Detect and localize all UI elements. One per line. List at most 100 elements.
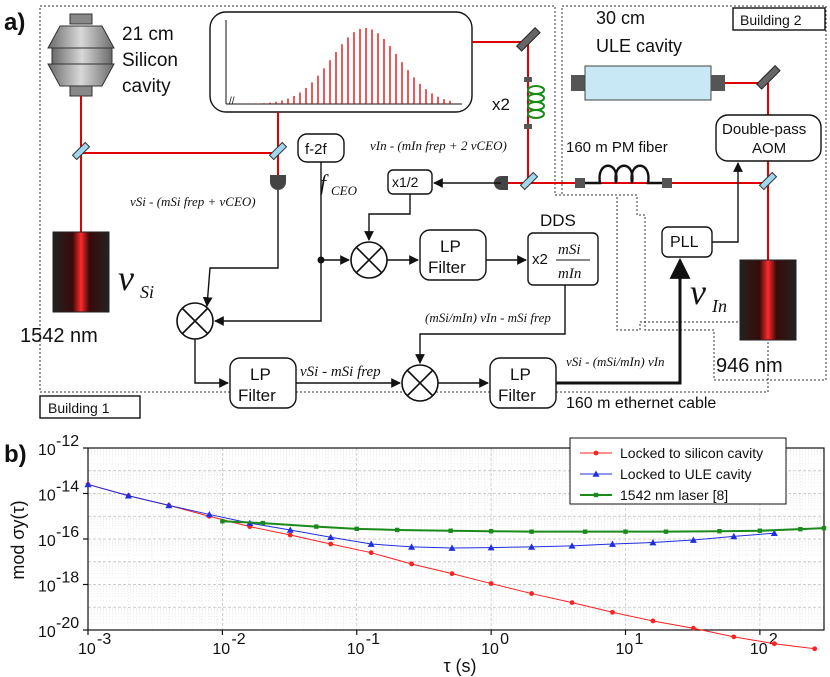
aom-label-1: Double-pass bbox=[722, 121, 806, 138]
lp-filter-label-1: LP bbox=[440, 237, 461, 256]
x-tick-exponent: 1 bbox=[635, 631, 644, 648]
fceo-symbol: f bbox=[320, 170, 329, 195]
ule-cavity-label-1: 30 cm bbox=[596, 8, 645, 28]
data-point bbox=[757, 528, 763, 533]
mirror-icon bbox=[515, 26, 541, 52]
data-point bbox=[731, 634, 737, 640]
x-tick-label: 10 bbox=[750, 641, 768, 658]
ule-cavity-icon bbox=[584, 65, 712, 101]
data-point bbox=[569, 600, 575, 606]
beam-splitter-icon bbox=[519, 171, 539, 191]
x-tick-label: 10 bbox=[212, 641, 230, 658]
data-point bbox=[770, 529, 778, 536]
series-square bbox=[220, 519, 827, 534]
building1-label: Building 1 bbox=[48, 400, 110, 416]
data-point bbox=[821, 525, 827, 531]
aom-label-2: AOM bbox=[752, 140, 786, 157]
silicon-cavity-label-2: Silicon bbox=[122, 50, 178, 71]
data-point bbox=[528, 543, 536, 550]
panel-a: a) Building 1 Building 2 21 cm Silicon c… bbox=[4, 5, 827, 419]
data-point bbox=[409, 561, 415, 567]
beat-si-label: νSi - (mSi frep + νCEO) bbox=[130, 194, 256, 209]
lp-filter-label-2: Filter bbox=[498, 386, 536, 405]
data-point bbox=[663, 529, 669, 534]
laser-in-icon bbox=[739, 259, 797, 341]
silicon-cavity-label-3: cavity bbox=[122, 76, 171, 97]
series-triangle bbox=[84, 480, 778, 551]
y-tick-exponent: -16 bbox=[56, 524, 79, 541]
nu-si-subscript: Si bbox=[140, 282, 154, 302]
fiber-doubler-icon bbox=[524, 77, 545, 129]
y-tick-exponent: -14 bbox=[56, 479, 79, 496]
building2-tag bbox=[732, 7, 826, 31]
y-tick-label: 10 bbox=[38, 579, 56, 596]
data-point bbox=[205, 510, 213, 518]
data-point bbox=[124, 492, 132, 499]
silicon-cavity-icon bbox=[47, 13, 115, 97]
x-axis-label: τ (s) bbox=[443, 656, 476, 676]
aom-box bbox=[715, 114, 822, 162]
x-tick-label: 10 bbox=[616, 641, 634, 658]
dds-frac-den: mIn bbox=[558, 266, 581, 282]
fceo-subscript: CEO bbox=[331, 183, 358, 198]
data-point bbox=[220, 519, 225, 524]
data-point bbox=[487, 544, 495, 551]
data-point bbox=[287, 532, 293, 538]
data-point bbox=[649, 539, 657, 546]
data-point bbox=[610, 609, 615, 615]
mix-out-2-label: (mSi/mIn) νIn - mSi frep bbox=[425, 310, 551, 325]
nu-in-symbol: ν bbox=[690, 272, 706, 312]
data-point bbox=[582, 529, 588, 534]
y-axis-label: mod σy(τ) bbox=[8, 500, 28, 579]
building2-label: Building 2 bbox=[740, 12, 802, 28]
data-point bbox=[488, 529, 494, 534]
data-point bbox=[568, 542, 576, 549]
mixer-icon bbox=[176, 302, 214, 340]
y-tick-exponent: -12 bbox=[56, 433, 79, 450]
data-point bbox=[730, 532, 738, 540]
beam-splitter-icon bbox=[268, 141, 288, 161]
data-point bbox=[592, 470, 600, 477]
data-point bbox=[165, 501, 173, 509]
data-point bbox=[286, 526, 294, 533]
y-tick-label: 10 bbox=[38, 442, 56, 459]
lp-filter-label-1: LP bbox=[510, 365, 531, 384]
ethernet-label: 160 m ethernet cable bbox=[566, 395, 716, 412]
pm-fiber-icon bbox=[575, 164, 672, 188]
lp-filter-label-1: LP bbox=[250, 365, 271, 384]
y-tick-label: 10 bbox=[38, 488, 56, 505]
frequency-comb-box bbox=[209, 11, 473, 113]
legend-label: Locked to silicon cavity bbox=[620, 445, 763, 461]
data-point bbox=[593, 492, 599, 498]
y-tick-label: 10 bbox=[38, 533, 56, 550]
y-tick-exponent: -18 bbox=[56, 570, 79, 587]
data-point bbox=[717, 529, 722, 534]
x-tick-exponent: 2 bbox=[769, 631, 778, 648]
data-point bbox=[449, 571, 455, 577]
data-point bbox=[529, 529, 534, 534]
data-point bbox=[812, 646, 818, 652]
dds-box bbox=[527, 232, 599, 286]
legend-label: 1542 nm laser [8] bbox=[620, 487, 728, 503]
x-tick-exponent: -1 bbox=[366, 631, 380, 648]
silicon-cavity-label-1: 21 cm bbox=[122, 24, 174, 45]
beam-splitter-icon bbox=[758, 171, 778, 191]
building2-outline bbox=[561, 5, 827, 381]
mix-out-1-label: νSi - mSi frep bbox=[300, 364, 381, 380]
dds-mult-label: x2 bbox=[532, 251, 548, 268]
legend-label: Locked to ULE cavity bbox=[620, 466, 752, 482]
x-tick-label: 10 bbox=[481, 641, 499, 658]
dds-label: DDS bbox=[540, 211, 576, 230]
divider-label: x1/2 bbox=[392, 174, 419, 190]
data-point bbox=[260, 520, 266, 526]
doubler-label: x2 bbox=[492, 95, 510, 114]
lp-filter-label-2: Filter bbox=[238, 386, 276, 405]
data-point bbox=[593, 450, 599, 456]
mirror-icon bbox=[755, 64, 781, 90]
ule-cavity-endcap bbox=[571, 75, 585, 91]
ule-cavity-label-2: ULE cavity bbox=[596, 36, 682, 56]
plot-series bbox=[84, 480, 827, 652]
fiber-label: 160 m PM fiber bbox=[566, 139, 668, 156]
data-point bbox=[408, 543, 416, 550]
lp-filter-box bbox=[419, 229, 487, 281]
